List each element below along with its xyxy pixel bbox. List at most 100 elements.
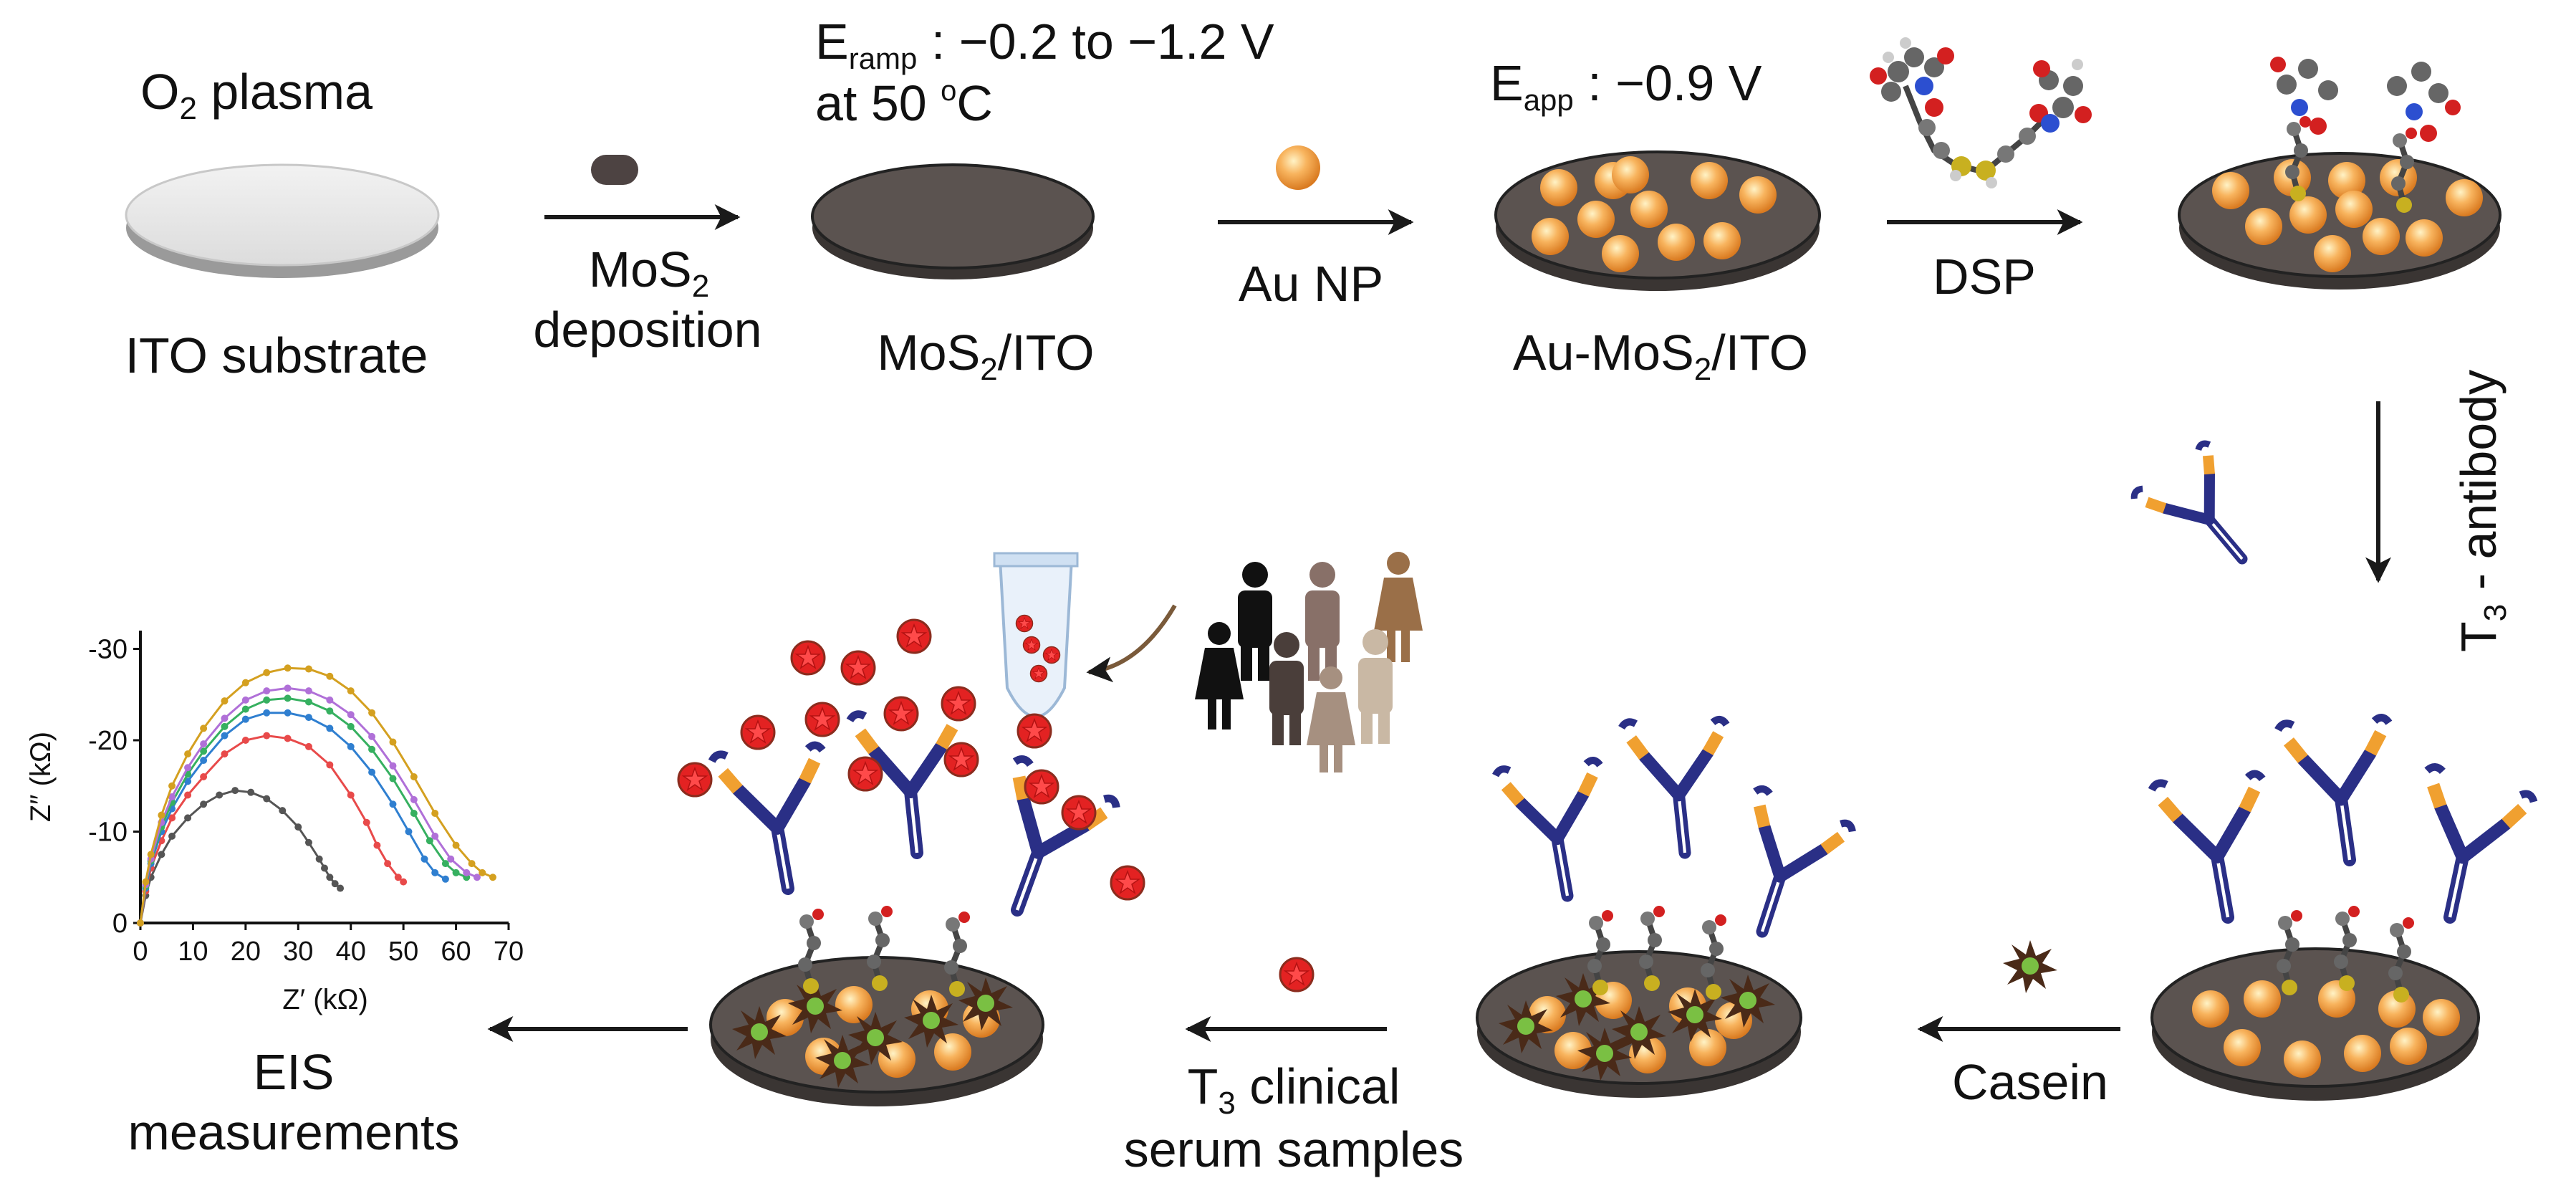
data-point — [389, 800, 397, 808]
data-point — [263, 696, 271, 704]
data-point — [284, 664, 292, 672]
data-point — [294, 823, 302, 831]
data-point — [137, 919, 144, 927]
antigen-icon — [1279, 957, 1315, 992]
data-point — [221, 714, 229, 722]
data-point — [168, 782, 176, 790]
data-point — [452, 869, 460, 876]
sample-tube-icon — [993, 552, 1079, 719]
data-point — [431, 810, 439, 817]
data-point — [168, 832, 176, 840]
eis-measurements-label: measurements — [128, 1104, 460, 1160]
data-point — [284, 694, 292, 702]
data-point — [241, 715, 249, 723]
data-point — [410, 810, 418, 817]
mos2-ito-label: MoS2/ITO — [877, 325, 1094, 387]
t3-antibody-label: T3 - antibody — [2451, 370, 2513, 652]
data-point — [384, 860, 392, 868]
data-point — [184, 750, 192, 758]
eapp-label: Eapp : −0.9 V — [1490, 55, 1762, 117]
data-point — [304, 687, 312, 695]
data-point — [410, 773, 418, 780]
y-tick-group: 0-10-20-30 — [88, 635, 140, 939]
data-point — [247, 788, 255, 796]
data-point — [410, 795, 418, 803]
data-point — [489, 874, 496, 881]
data-point — [221, 722, 229, 730]
y-tick-label: -30 — [88, 635, 128, 665]
data-point — [200, 724, 208, 732]
data-point — [221, 750, 229, 758]
data-point — [389, 762, 397, 770]
casein-label: Casein — [1952, 1054, 2108, 1110]
eramp-label: Eramp : −0.2 to −1.2 V — [815, 14, 1274, 75]
antibody-immobilized-plate — [2150, 709, 2537, 1101]
data-point — [241, 737, 249, 744]
y-tick-label: -10 — [88, 818, 128, 848]
data-point — [326, 761, 334, 769]
data-point — [473, 874, 481, 881]
dsp-molecule-icon — [1870, 37, 2092, 188]
data-point — [347, 711, 355, 719]
data-point — [463, 869, 471, 876]
data-point — [441, 860, 449, 868]
data-point — [347, 791, 355, 799]
data-point — [468, 860, 476, 868]
x-tick-label: 10 — [178, 937, 208, 967]
data-point — [479, 869, 486, 876]
data-point — [147, 851, 155, 858]
data-point — [304, 742, 312, 750]
data-point — [326, 707, 334, 715]
au-np-label: Au NP — [1239, 256, 1383, 312]
data-point — [216, 791, 224, 799]
au-mos2-ito-label: Au-MoS2/ITO — [1513, 325, 1808, 387]
data-point — [279, 807, 287, 815]
x-tick-label: 0 — [133, 937, 148, 967]
data-point — [368, 745, 376, 753]
data-point — [200, 740, 208, 748]
data-point — [431, 832, 439, 840]
ito-substrate-plate — [125, 163, 440, 278]
deposition-label: deposition — [533, 302, 761, 358]
o2-plasma-label: O2 plasma — [140, 64, 373, 126]
x-tick-label: 40 — [336, 937, 366, 967]
arrow-sample-collection — [1086, 604, 1177, 683]
casein-blocked-plate — [1476, 712, 1856, 1098]
data-point — [200, 800, 208, 808]
data-point — [368, 732, 376, 740]
data-point — [168, 814, 176, 822]
data-point — [326, 696, 334, 704]
data-point — [315, 855, 323, 863]
curve-group — [137, 664, 496, 927]
temperature-label: at 50 oC — [815, 75, 993, 131]
data-point — [389, 738, 397, 746]
y-tick-label: 0 — [112, 909, 128, 939]
au-mos2-ito-plate — [1494, 150, 1821, 291]
data-point — [200, 757, 208, 765]
x-tick-label: 50 — [388, 937, 418, 967]
serum-samples-label: serum samples — [1124, 1121, 1464, 1177]
data-point — [142, 878, 150, 886]
data-point — [168, 793, 176, 801]
x-axis-title: Z′ (kΩ) — [282, 984, 368, 1015]
data-point — [331, 880, 339, 888]
data-point — [263, 669, 271, 676]
data-point — [373, 841, 381, 849]
nyquist-curve-5 — [139, 686, 478, 924]
data-point — [241, 705, 249, 713]
data-point — [184, 791, 192, 799]
data-point — [263, 687, 271, 695]
people-icon — [1195, 552, 1423, 772]
mos2-ito-plate — [811, 163, 1095, 279]
data-point — [304, 665, 312, 673]
data-point — [347, 722, 355, 730]
antigen-bound-plate — [677, 618, 1145, 1106]
data-point — [326, 672, 334, 680]
data-point — [347, 742, 355, 750]
ito-substrate-label: ITO substrate — [125, 327, 428, 383]
data-point — [200, 773, 208, 780]
nyquist-curve-6 — [139, 666, 494, 924]
